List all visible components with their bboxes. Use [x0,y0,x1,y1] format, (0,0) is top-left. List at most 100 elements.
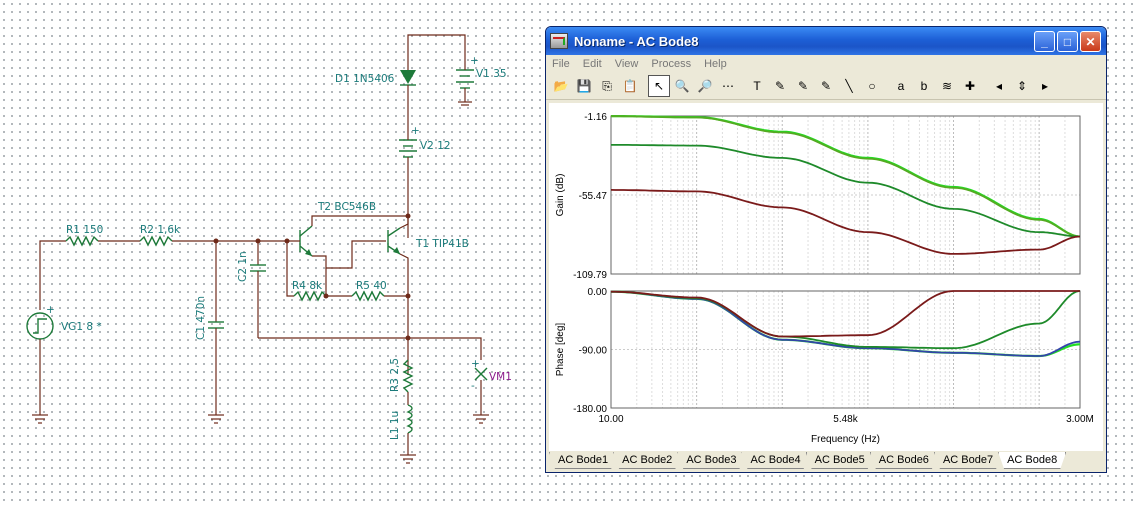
tab-ac-bode4[interactable]: AC Bode4 [741,452,809,469]
label-l1: L1 1u [389,411,401,440]
maximize-button[interactable]: □ [1057,31,1078,52]
label-v2: V2 12 [420,140,451,152]
label-t1: T1 TIP41B [415,238,469,250]
circuit-schematic: D1 1N5406 V1 35 + + V2 12 R1 150 R2 1,6k [26,34,512,464]
voltmeter-vm1[interactable] [473,367,489,424]
paste-icon[interactable]: 📋 [622,79,638,93]
cursor-b-icon[interactable]: b [920,79,928,93]
resistor-r1[interactable] [65,235,99,247]
open-icon[interactable]: 📂 [553,79,569,93]
label-v1: V1 35 [476,68,507,80]
label-r2: R2 1,6k [140,224,181,236]
label-c2: C2 1n [237,251,249,282]
panel-phase: 0.00 -90.00 -180.00 Phase [deg] 10.00 5.48k 3.… [555,287,1094,445]
transistor-t2[interactable] [298,215,408,269]
menu-help[interactable]: Help [704,58,727,70]
battery-v1[interactable] [456,60,474,106]
wire-input [39,240,66,310]
x-axis-label: Frequency (Hz) [811,434,880,445]
x-tick-label: 5.48k [833,414,858,425]
title-bar[interactable]: Noname - AC Bode8 _ □ ✕ [546,27,1106,55]
circle-icon[interactable]: ○ [868,79,876,93]
up-down-icon[interactable]: ⇕ [1016,79,1028,93]
cursor-a-icon[interactable]: a [897,79,905,93]
x-tick-label: 3.00M [1066,414,1094,425]
label-r4: R4 8k [292,280,323,292]
plot-frame [610,115,1081,275]
save-icon[interactable]: 💾 [576,79,592,93]
series-line-3 [611,290,1080,338]
label-r3: R3 2,5 [389,358,401,392]
y-tick-label: 0.00 [588,287,608,298]
series-line-0 [611,115,1081,238]
tab-ac-bode1[interactable]: AC Bode1 [549,452,617,469]
wire-top [407,34,466,60]
label3-icon[interactable]: ✎ [820,79,832,93]
label-icon[interactable]: ✎ [774,79,786,93]
resistor-r2[interactable] [139,235,173,247]
menu-edit[interactable]: Edit [582,58,602,70]
v1-plus: + [470,55,479,67]
series-line-1 [611,290,1081,357]
series-line-1 [611,115,1081,238]
x-tick-label: 10.00 [598,414,623,425]
label-r5: R5 40 [356,280,387,292]
window-title: Noname - AC Bode8 [574,33,699,49]
add-curve-icon[interactable]: ≋ [941,79,953,93]
text-icon[interactable]: T [753,79,761,93]
y-axis-label: Phase [deg] [555,323,566,377]
label-vm1: VM1 [489,371,512,383]
menu-file[interactable]: File [552,58,570,70]
resistor-r4[interactable] [293,290,327,302]
y-tick-label: -90.00 [579,346,608,357]
capacitor-c2[interactable] [250,241,266,338]
menu-process[interactable]: Process [651,58,692,70]
pointer-icon[interactable]: ↖ [648,75,670,97]
tab-ac-bode3[interactable]: AC Bode3 [677,452,745,469]
line-icon[interactable]: ╲ [845,79,853,93]
zoom-in-icon[interactable]: 🔍 [674,79,690,93]
series-line-2 [611,290,1081,350]
vg1-plus: + [46,304,55,316]
tab-ac-bode5[interactable]: AC Bode5 [806,452,874,469]
y-axis-label: Gain (dB) [555,174,566,217]
resistor-r5[interactable] [351,290,385,302]
y-tick-label: -180.00 [573,404,607,415]
bode-window: Noname - AC Bode8 _ □ ✕ File Edit View P… [545,26,1107,473]
label-d1: D1 1N5406 [335,73,395,85]
inductor-l1[interactable] [400,392,416,464]
app-icon [550,33,568,49]
tab-ac-bode8[interactable]: AC Bode8 [998,452,1066,469]
plot-frame [610,290,1081,409]
left-icon[interactable]: ◂ [995,79,1003,93]
y-tick-label: -55.47 [579,191,608,202]
zoom-100-icon[interactable]: 🔎 [697,79,713,93]
diode-d1[interactable] [400,58,416,130]
resistor-r3[interactable] [402,359,414,393]
vm1-plus: + [471,358,480,370]
right-icon[interactable]: ▸ [1041,79,1049,93]
capacitor-c1[interactable] [208,241,224,424]
menu-view[interactable]: View [614,58,639,70]
series-line-2 [611,144,1080,238]
minimize-button[interactable]: _ [1034,31,1055,52]
label-r1: R1 150 [66,224,103,236]
grid-icon[interactable]: ⋯ [722,79,734,93]
tab-ac-bode6[interactable]: AC Bode6 [870,452,938,469]
copy-icon[interactable]: ⎘ [602,78,612,93]
source-vg1[interactable] [26,312,54,424]
probe-icon[interactable]: ✚ [964,79,976,93]
tab-ac-bode2[interactable]: AC Bode2 [613,452,681,469]
label2-icon[interactable]: ✎ [797,79,809,93]
label-t2: T2 BC546B [317,201,376,213]
y-tick-label: -1.16 [584,112,607,123]
close-button[interactable]: ✕ [1080,31,1101,52]
tab-ac-bode7[interactable]: AC Bode7 [934,452,1002,469]
series-line-3 [610,189,1081,255]
label-c1: C1 470n [195,296,207,340]
menu-bar: File Edit View Process Help [546,55,1106,73]
